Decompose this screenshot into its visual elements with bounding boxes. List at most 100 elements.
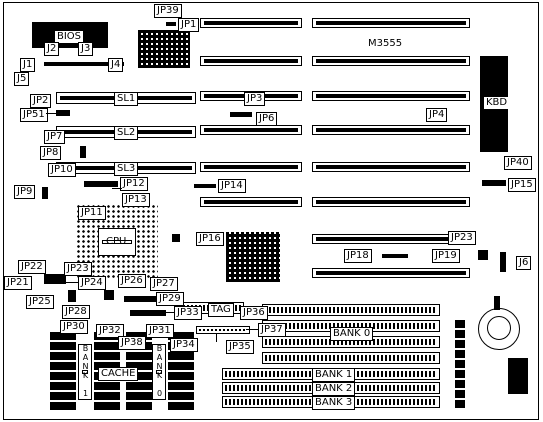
jumper-pins-jp51 <box>56 110 70 116</box>
j5-label: J5 <box>14 72 30 86</box>
jp8-label: JP8 <box>40 146 62 160</box>
jp51-label: JP51 <box>20 108 48 122</box>
jp25-label: JP25 <box>26 295 54 309</box>
board-name: M3555 <box>368 38 403 49</box>
jp15-label: JP15 <box>508 178 536 192</box>
cache-bank0-box <box>152 344 166 400</box>
jumper-pins-j6 <box>500 252 506 272</box>
jp26-label: JP26 <box>118 274 146 288</box>
j2-label: J2 <box>44 42 60 56</box>
slot-3b <box>312 91 470 101</box>
jumper-pins-jp29 <box>124 296 160 302</box>
chipset-top <box>138 30 190 68</box>
cpu-core-box <box>98 228 136 256</box>
bank3-label: BANK 3 <box>312 396 356 410</box>
leader-jp13 <box>112 188 122 189</box>
jumper-pins-jp28 <box>104 290 114 300</box>
jp31-label: JP31 <box>146 324 174 338</box>
jp23a-label: JP23 <box>448 231 476 245</box>
jumper-pins-jp14 <box>194 184 216 188</box>
slot-4a <box>200 125 302 135</box>
jp6-label: JP6 <box>256 112 278 126</box>
bank2-label: BANK 2 <box>312 382 356 396</box>
jp16-label: JP16 <box>196 232 224 246</box>
jp21-label: JP21 <box>4 276 32 290</box>
slot-6b <box>312 197 470 207</box>
jumper-pins-jp1 <box>166 22 176 26</box>
rear-connector <box>508 358 528 394</box>
cache-bank1-label: BANK 1 <box>81 344 90 398</box>
jp13-label: JP13 <box>122 193 150 207</box>
jp14-label: JP14 <box>218 179 246 193</box>
j1-label: J1 <box>20 58 36 72</box>
jp12-label: JP12 <box>120 177 148 191</box>
tag-label: TAG <box>208 303 234 317</box>
slot-5a <box>200 162 302 172</box>
jp32-label: JP32 <box>96 324 124 338</box>
jp10-label: JP10 <box>48 163 76 177</box>
jumper-pins-jp25 <box>68 290 76 302</box>
jp34-label: JP34 <box>170 338 198 352</box>
bank0-label: BANK 0 <box>330 327 374 341</box>
jp23b-label: JP23 <box>64 262 92 276</box>
jumper-pins-jp18 <box>382 254 408 258</box>
jp11-label: JP11 <box>78 206 106 220</box>
jp2-label: JP2 <box>30 94 52 108</box>
bank1-label: BANK 1 <box>312 368 356 382</box>
leader-jp51 <box>46 113 56 114</box>
jp19-label: JP19 <box>432 249 460 263</box>
cache-bank1-left <box>50 332 76 410</box>
sl2-label: SL2 <box>114 126 139 140</box>
slot-6a <box>200 197 302 207</box>
jp28-label: JP28 <box>62 305 90 319</box>
j6-label: J6 <box>516 256 532 270</box>
slot-4b <box>312 125 470 135</box>
bank0-simm-4 <box>262 352 440 364</box>
jp35-label: JP35 <box>226 340 254 354</box>
jp3-label: JP3 <box>244 92 266 106</box>
jumper-pins-jp15 <box>482 180 506 186</box>
leader-jp24 <box>66 282 78 283</box>
slot-2b <box>312 56 470 66</box>
slot-7 <box>312 234 470 244</box>
jp38-label: JP38 <box>118 336 146 350</box>
leader-jp35 <box>216 334 217 342</box>
jp37-label: JP37 <box>258 323 286 337</box>
bios-label: BIOS <box>54 30 85 44</box>
kbd-label: KBD <box>484 97 510 109</box>
jp40-label: JP40 <box>504 156 532 170</box>
jumper-pins-jp3 <box>230 112 252 117</box>
leader-jp33 <box>162 312 174 313</box>
sl3-label: SL3 <box>114 162 139 176</box>
jumper-pins-jp12 <box>84 181 118 187</box>
sl1-label: SL1 <box>114 92 139 106</box>
cache-bank0-label: BANK 0 <box>155 344 164 398</box>
slot-5b <box>312 162 470 172</box>
cpu-label: CPU <box>106 236 127 247</box>
cache-label: CACHE <box>98 367 139 381</box>
jumper-pins-jp16 <box>172 234 180 242</box>
slot-1a <box>200 18 302 28</box>
jumper-pins-jp31 <box>130 310 166 316</box>
leader-jp37 <box>246 329 258 330</box>
slot-8 <box>312 268 470 278</box>
cache-bank1-box <box>78 344 92 400</box>
jp1-label: JP1 <box>178 18 200 32</box>
jp4-label: JP4 <box>426 108 448 122</box>
jp36-label: JP36 <box>240 306 268 320</box>
battery-inner <box>487 316 511 340</box>
battery-terminal <box>494 296 500 310</box>
jp7-label: JP7 <box>44 130 66 144</box>
jp9-label: JP9 <box>14 185 36 199</box>
slot-1b <box>312 18 470 28</box>
jp39-label: JP39 <box>154 4 182 18</box>
j3-label: J3 <box>78 42 94 56</box>
chipset-center <box>226 232 280 282</box>
bank0-simm-1 <box>262 304 440 316</box>
j4-label: J4 <box>108 58 124 72</box>
jp24-label: JP24 <box>78 276 106 290</box>
jumper-pins-jp21 <box>44 274 66 284</box>
jumper-pins-jp9 <box>42 187 48 199</box>
jp30-label: JP30 <box>60 320 88 334</box>
jp33-label: JP33 <box>174 306 202 320</box>
